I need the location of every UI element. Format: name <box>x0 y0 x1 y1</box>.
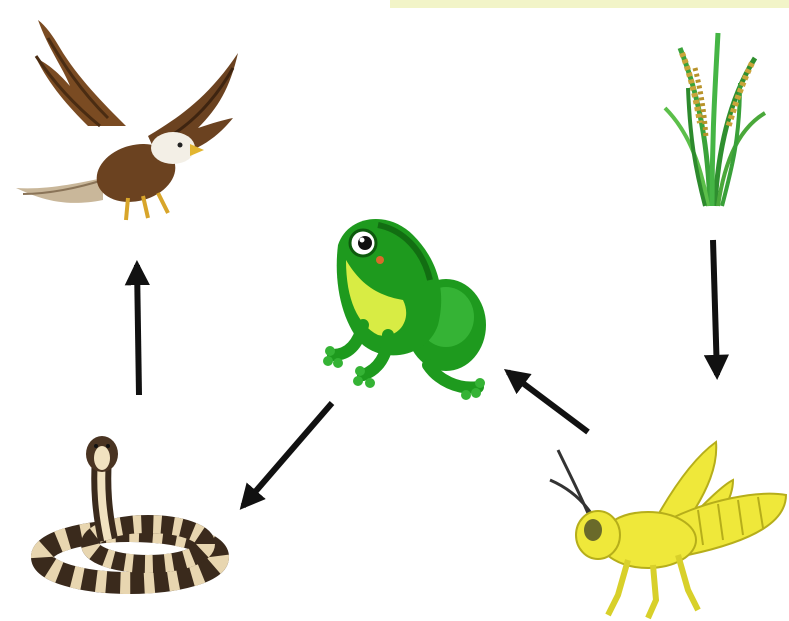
arrow-grass-to-grasshopper <box>713 240 717 375</box>
arrow-grasshopper-to-frog <box>508 372 588 432</box>
arrow-snake-to-eagle <box>137 265 139 395</box>
arrow-frog-to-snake <box>243 403 332 506</box>
